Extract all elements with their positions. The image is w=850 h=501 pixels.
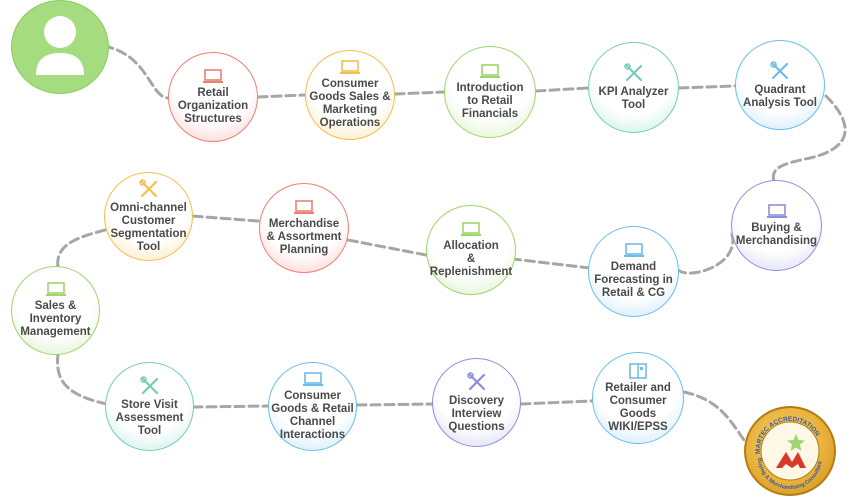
laptop-icon [45,282,66,296]
node-label: Store Visit Assessment Tool [115,398,184,437]
node-buying-merchandising[interactable]: Buying & Merchandising [731,180,822,271]
node-label: Consumer Goods Sales & Marketing Operati… [309,78,391,129]
tools-icon [139,375,158,394]
node-label: Quadrant Analysis Tool [743,83,817,109]
node-channel-interactions[interactable]: Consumer Goods & Retail Channel Interact… [268,362,357,451]
node-label: Consumer Goods & Retail Channel Interact… [271,389,354,441]
book-icon [629,362,647,379]
laptop-icon [480,63,500,78]
node-label: Merchandise & Assortment Planning [266,217,342,256]
laptop-icon [203,68,223,83]
node-label: Retailer and Consumer Goods WIKI/EPSS [605,381,671,433]
laptop-icon [623,243,644,257]
tools-icon [138,179,157,198]
node-allocation-replenishment[interactable]: Allocation & Replenishment [426,205,516,295]
user-avatar [11,0,109,94]
node-wiki-epss[interactable]: Retailer and Consumer Goods WIKI/EPSS [592,352,684,444]
node-consumer-goods-sales[interactable]: Consumer Goods Sales & Marketing Operati… [305,50,395,140]
node-quadrant-analysis-tool[interactable]: Quadrant Analysis Tool [735,40,825,130]
star-icon [787,434,805,451]
node-label: Retail Organization Structures [177,86,249,125]
user-icon [36,16,84,75]
laptop-icon [294,199,314,214]
connector-avatar-retail-org [102,44,172,100]
node-label: Sales & Inventory Management [20,300,91,338]
tools-icon [466,371,485,390]
node-label: Omni-channel Customer Segmentation Tool [110,202,187,253]
node-retail-organization-structures[interactable]: Retail Organization Structures [168,52,258,142]
node-retail-financials[interactable]: Introduction to Retail Financials [444,46,536,138]
node-label: Introduction to Retail Financials [456,81,524,120]
tools-icon [770,60,789,79]
laptop-icon [340,60,360,74]
node-sales-inventory-management[interactable]: Sales & Inventory Management [11,266,100,355]
node-store-visit-assessment[interactable]: Store Visit Assessment Tool [105,362,194,451]
node-merchandise-assortment[interactable]: Merchandise & Assortment Planning [259,183,349,273]
accreditation-badge: MARTEC ACCREDITATION Buying & Merchandis… [744,406,836,496]
laptop-icon [461,221,481,236]
node-label: Allocation & Replenishment [429,239,513,278]
node-label: Buying & Merchandising [735,221,818,247]
node-label: Demand Forecasting in Retail & CG [594,261,673,299]
martec-logo-icon [776,452,806,468]
node-kpi-analyzer-tool[interactable]: KPI Analyzer Tool [588,42,679,133]
node-demand-forecasting[interactable]: Demand Forecasting in Retail & CG [588,226,679,317]
node-discovery-interview[interactable]: Discovery Interview Questions [432,358,521,447]
node-label: Discovery Interview Questions [448,394,505,433]
badge-artwork: MARTEC ACCREDITATION Buying & Merchandis… [755,416,824,491]
laptop-icon [766,203,787,218]
node-label: KPI Analyzer Tool [598,86,669,111]
tools-icon [623,63,642,82]
node-omni-channel-segmentation[interactable]: Omni-channel Customer Segmentation Tool [104,172,193,261]
laptop-icon [302,371,323,386]
